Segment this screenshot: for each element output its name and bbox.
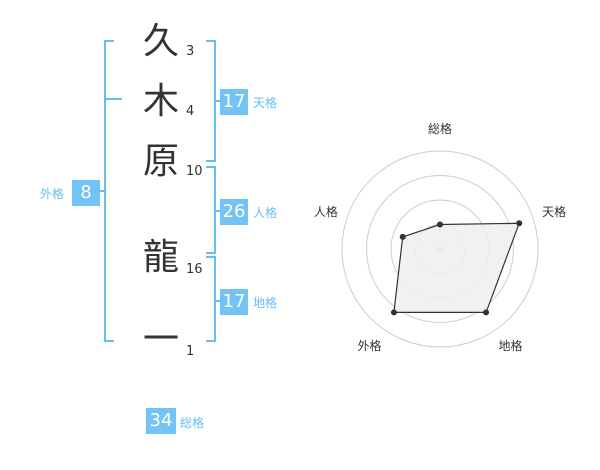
gaikaku-value: 8: [72, 180, 100, 206]
gaikaku-bracket-tick: [106, 98, 122, 100]
radar-points: [390, 220, 523, 316]
radar-point-1: [437, 221, 443, 228]
name-char-5: 一: [142, 319, 179, 360]
chikaku-value: 17: [220, 289, 248, 315]
chikaku-label: 地格: [253, 296, 278, 310]
soukaku-value: 34: [146, 408, 176, 434]
stroke-count-4: 16: [186, 262, 203, 277]
gaikaku-bracket-stem: [96, 190, 106, 192]
jinkaku-label: 人格: [253, 206, 278, 220]
stroke-count-3: 10: [186, 164, 203, 179]
radar-axis-label-4: 外格: [357, 338, 381, 353]
tenkaku-bracket-stem: [216, 100, 222, 102]
stroke-count-2: 4: [186, 104, 195, 119]
radar-point-2: [516, 220, 523, 227]
name-char-4: 龍: [142, 237, 179, 278]
radar-ring-3: [366, 175, 514, 323]
radar-point-4: [390, 309, 397, 316]
jinkaku-value: 26: [220, 199, 248, 225]
stroke-count-1: 3: [186, 44, 195, 59]
radar-axis-label-3: 地格: [498, 338, 522, 353]
radar-axis-label-2: 天格: [542, 204, 566, 219]
name-char-1: 久: [142, 21, 179, 62]
tenkaku-bracket: [206, 40, 216, 162]
chikaku-bracket: [206, 256, 216, 342]
radar-ring-4: [341, 150, 539, 348]
radar-point-5: [399, 233, 406, 240]
radar-axis-label-5: 人格: [314, 204, 338, 219]
name-char-3: 原: [142, 141, 179, 182]
tenkaku-label: 天格: [253, 96, 278, 110]
soukaku-label: 総格: [180, 416, 205, 430]
jinkaku-bracket: [206, 166, 216, 254]
jinkaku-bracket-stem: [216, 210, 222, 212]
name-char-2: 木: [142, 81, 179, 122]
gaikaku-label: 外格: [40, 187, 65, 201]
tenkaku-value: 17: [220, 89, 248, 115]
radar-point-3: [483, 309, 490, 316]
radar-data-polygon: [393, 222, 521, 313]
chikaku-bracket-stem: [216, 300, 222, 302]
stroke-count-5: 1: [186, 344, 195, 359]
radar-axis-label-1: 総格: [428, 121, 452, 136]
